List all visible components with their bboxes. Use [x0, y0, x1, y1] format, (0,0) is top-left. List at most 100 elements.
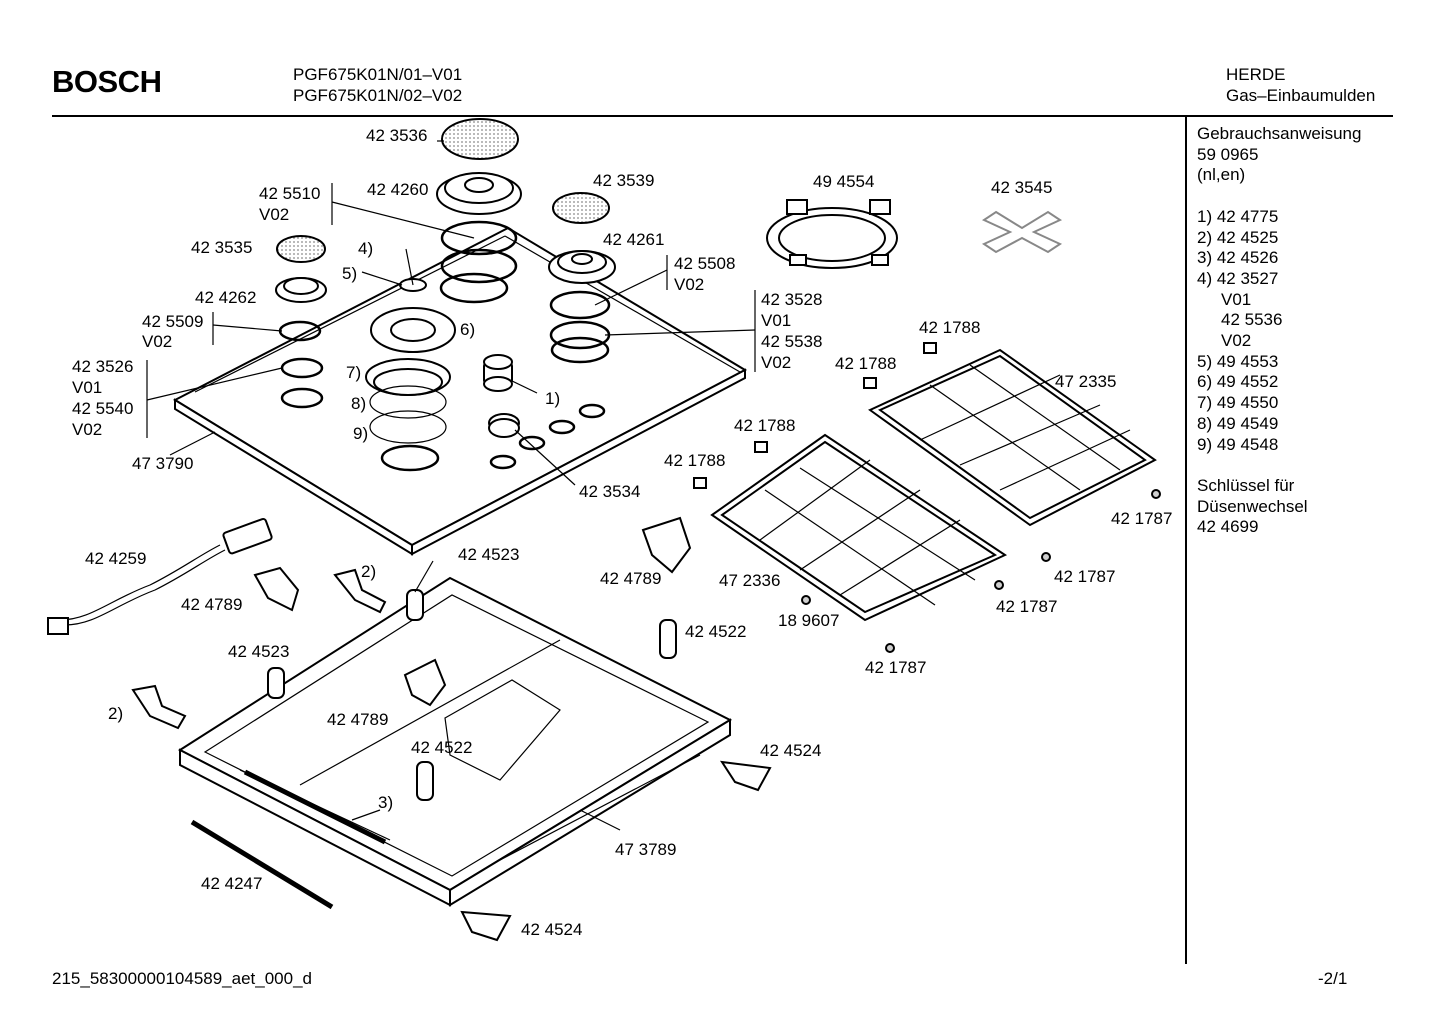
part-label: 47 2336: [719, 571, 780, 590]
base-tray: [177, 576, 733, 907]
legend-item: V01: [1221, 289, 1252, 309]
part-label: 42 1787: [865, 658, 926, 677]
power-cable: [47, 517, 273, 635]
wok-burner: [365, 278, 456, 444]
part-label: 42 4262: [195, 288, 256, 307]
legend-item: 42 5536: [1221, 310, 1283, 330]
legend-item: 2) 42 4525: [1197, 227, 1279, 247]
seal-strip: [190, 819, 334, 910]
category-title: HERDE: [1226, 65, 1286, 84]
part-label: 42 3526: [72, 357, 133, 376]
part-label: 42 3534: [579, 482, 640, 501]
page-number: -2/1: [1318, 969, 1348, 988]
header-divider: [52, 115, 1393, 117]
burner-head-medium: [548, 250, 616, 350]
legend-item: V02: [1221, 331, 1252, 351]
part-label: 42 4522: [685, 622, 746, 641]
part-label: 2): [108, 704, 123, 723]
burner-cap-small: [276, 235, 326, 263]
part-label: 42 1787: [996, 597, 1057, 616]
part-label: 42 4261: [603, 230, 664, 249]
tool-number: 42 4699: [1197, 517, 1259, 537]
parts-legend: Gebrauchsanweisung 59 0965 (nl,en) 1) 42…: [1197, 124, 1361, 538]
part-labels: 42 3536 42 5510 V02 42 4260 42 3539 49 4…: [72, 126, 1172, 939]
manual-number: 59 0965: [1197, 144, 1259, 164]
model-number-2: PGF675K01N/02–V02: [293, 86, 463, 105]
part-label: 1): [545, 389, 560, 408]
part-label: 49 4554: [813, 172, 874, 191]
part-label: 42 3545: [991, 178, 1052, 197]
burner-head-large: [436, 172, 522, 284]
simmer-plate: [981, 210, 1063, 254]
cooktop-plate: [172, 226, 748, 556]
part-label: 47 2335: [1055, 372, 1116, 391]
pan-support-left: [710, 433, 1008, 622]
support-clips: [693, 342, 937, 489]
tool-label: Düsenwechsel: [1197, 496, 1308, 516]
plate-burner-openings: [280, 272, 610, 472]
part-label: 9): [353, 424, 368, 443]
part-label: 18 9607: [778, 611, 839, 630]
legend-item: 1) 42 4775: [1197, 206, 1279, 226]
part-label: V02: [761, 353, 791, 372]
part-label: 42 4789: [181, 595, 242, 614]
part-label: 42 5538: [761, 332, 822, 351]
gas-valves: [267, 589, 677, 801]
part-label: 42 4524: [760, 741, 821, 760]
part-label: 4): [358, 239, 373, 258]
part-label: 47 3789: [615, 840, 676, 859]
part-label: 42 3535: [191, 238, 252, 257]
part-label: 42 5510: [259, 184, 320, 203]
part-label: 42 1788: [835, 354, 896, 373]
manual-title: Gebrauchsanweisung: [1197, 124, 1362, 143]
legend-item: 9) 49 4548: [1197, 434, 1279, 454]
part-label: V02: [142, 332, 172, 351]
part-label: 7): [346, 363, 361, 382]
legend-item: 7) 49 4550: [1197, 393, 1279, 413]
model-number-1: PGF675K01N/01–V01: [293, 65, 463, 84]
burner-cap-large: [441, 118, 519, 160]
part-label: 3): [378, 793, 393, 812]
part-label: 8): [351, 394, 366, 413]
legend-item: 3) 42 4526: [1197, 248, 1279, 268]
document-id: 215_58300000104589_aet_000_d: [52, 969, 312, 988]
part-label: V01: [761, 311, 791, 330]
nozzle-strip: [243, 769, 387, 845]
part-label: 6): [460, 320, 475, 339]
pan-support-right: [868, 348, 1157, 527]
legend-item: 4) 42 3527: [1197, 268, 1279, 288]
part-label: 42 3539: [593, 171, 654, 190]
legend-item: 5) 49 4553: [1197, 351, 1279, 371]
exploded-parts-diagram: 42 3536 42 5510 V02 42 4260 42 3539 49 4…: [47, 118, 1172, 942]
part-label: 42 1788: [734, 416, 795, 435]
part-label: 42 4789: [327, 710, 388, 729]
part-label: 42 4523: [458, 545, 519, 564]
manual-languages: (nl,en): [1197, 165, 1246, 185]
burner-cap-medium: [552, 192, 610, 224]
part-label: 42 4523: [228, 642, 289, 661]
part-label: 42 1787: [1054, 567, 1115, 586]
part-label: 42 1788: [664, 451, 725, 470]
part-label: 42 3536: [366, 126, 427, 145]
part-label: 42 1787: [1111, 509, 1172, 528]
part-label: 42 4259: [85, 549, 146, 568]
part-label: 42 1788: [919, 318, 980, 337]
sidebar-divider: [1185, 116, 1187, 964]
knob-bezel: [488, 413, 520, 438]
valve-brackets: [253, 516, 692, 707]
part-label: 42 5540: [72, 399, 133, 418]
rubber-feet: [801, 489, 1161, 653]
tool-label: Schlüssel für: [1197, 475, 1295, 495]
part-label: 42 4247: [201, 874, 262, 893]
control-knob: [483, 354, 513, 392]
part-label: 42 4524: [521, 920, 582, 939]
part-label: 42 5509: [142, 312, 203, 331]
mounting-clips: [131, 568, 772, 942]
part-label: V02: [674, 275, 704, 294]
part-label: 42 3528: [761, 290, 822, 309]
brand-logo: BOSCH: [52, 64, 162, 99]
part-label: 42 4522: [411, 738, 472, 757]
part-label: 5): [342, 264, 357, 283]
leader-lines: [146, 140, 756, 831]
part-label: 42 4789: [600, 569, 661, 588]
